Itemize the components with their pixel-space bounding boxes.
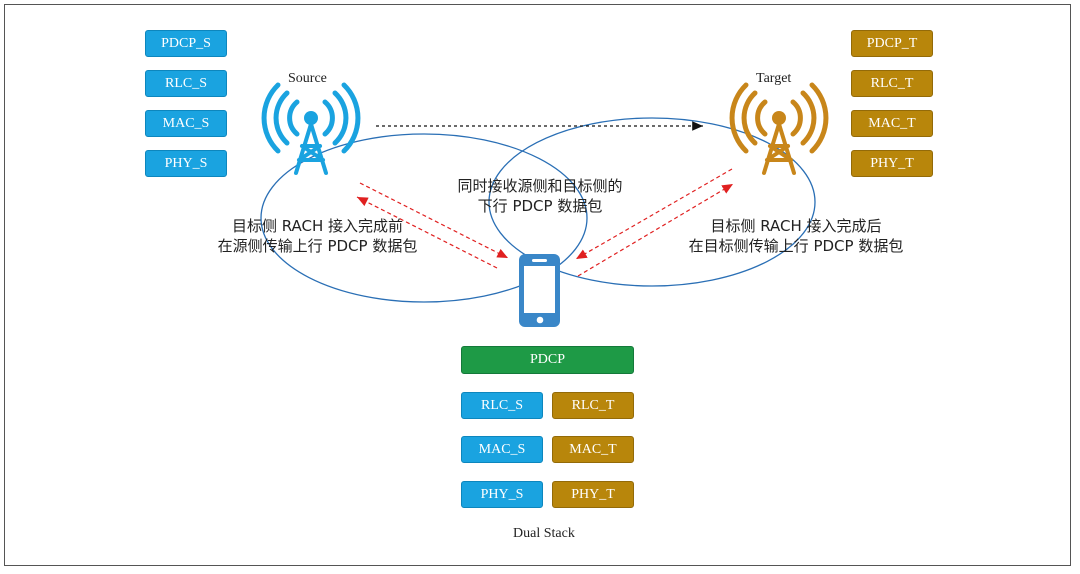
source-pdcp-box: PDCP_S	[145, 30, 227, 57]
target-phy-box: PHY_T	[851, 150, 933, 177]
ue-rlc-t-box: RLC_T	[552, 392, 634, 419]
left-annotation-line-1: 目标侧 RACH 接入完成前	[231, 217, 404, 235]
source-phy-box: PHY_S	[145, 150, 227, 177]
target-coverage-ellipse	[488, 117, 816, 287]
ue-phy-s-box: PHY_S	[461, 481, 543, 508]
source-coverage-ellipse	[260, 133, 588, 303]
ue-pdcp-box: PDCP	[461, 346, 634, 374]
source-mac-box: MAC_S	[145, 110, 227, 137]
right-annotation-line-1: 目标侧 RACH 接入完成后	[710, 217, 882, 235]
center-annotation-line-2: 下行 PDCP 数据包	[477, 197, 603, 215]
target-mac-box: MAC_T	[851, 110, 933, 137]
source-uplink-arrow	[356, 196, 498, 269]
source-label: Source	[288, 71, 327, 86]
source-rlc-box: RLC_S	[145, 70, 227, 97]
center-annotation: 同时接收源侧和目标侧的 下行 PDCP 数据包	[440, 176, 640, 216]
diagram-frame	[4, 4, 1071, 566]
ue-mac-t-box: MAC_T	[552, 436, 634, 463]
ue-mac-s-box: MAC_S	[461, 436, 543, 463]
ue-phy-t-box: PHY_T	[552, 481, 634, 508]
target-rlc-box: RLC_T	[851, 70, 933, 97]
smartphone-icon	[519, 254, 560, 327]
target-downlink-arrow	[575, 168, 733, 260]
center-annotation-line-1: 同时接收源侧和目标侧的	[457, 177, 623, 195]
target-tower-icon	[729, 82, 829, 175]
target-uplink-arrow	[577, 183, 734, 277]
source-tower-icon	[261, 82, 361, 175]
target-pdcp-box: PDCP_T	[851, 30, 933, 57]
right-annotation: 目标侧 RACH 接入完成后 在目标侧传输上行 PDCP 数据包	[676, 216, 916, 256]
ue-rlc-s-box: RLC_S	[461, 392, 543, 419]
right-annotation-line-2: 在目标侧传输上行 PDCP 数据包	[688, 237, 904, 255]
target-label: Target	[756, 71, 792, 86]
left-annotation: 目标侧 RACH 接入完成前 在源侧传输上行 PDCP 数据包	[205, 216, 430, 256]
left-annotation-line-2: 在源侧传输上行 PDCP 数据包	[217, 237, 418, 255]
dual-stack-caption: Dual Stack	[513, 526, 575, 541]
